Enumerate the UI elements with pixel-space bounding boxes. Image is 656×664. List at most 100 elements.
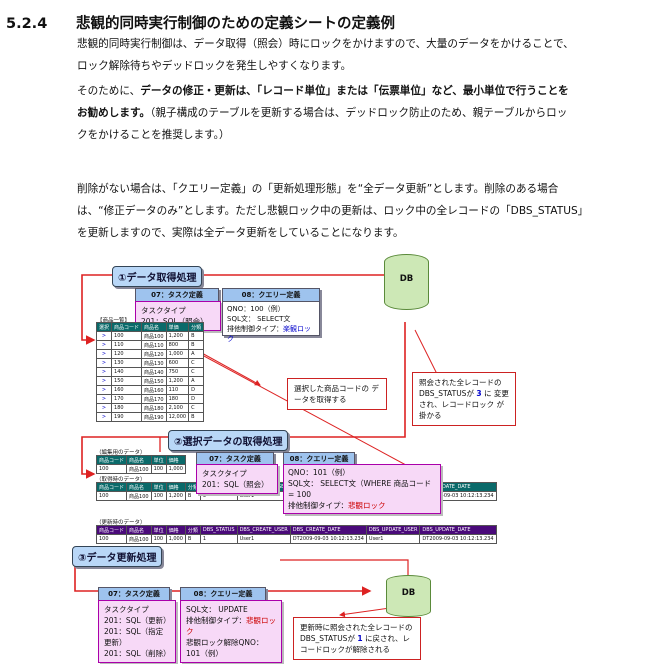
table-cell: 100 bbox=[95, 534, 128, 544]
column-header: 商品コード bbox=[95, 482, 128, 492]
table-cell: 商品190 bbox=[141, 412, 167, 422]
table-cell: 商品120 bbox=[141, 349, 167, 359]
box-line: タスクタイプ bbox=[104, 605, 149, 614]
column-header: DBS_CREATE_DATE bbox=[289, 525, 367, 535]
step3-task-definition: 07：タスク定義 bbox=[98, 587, 170, 602]
table-cell: 商品100 bbox=[126, 534, 152, 544]
table-cell: 商品100 bbox=[141, 331, 167, 341]
connector-line bbox=[81, 274, 384, 345]
row-select-button[interactable]: > bbox=[95, 358, 113, 368]
db-label: DB bbox=[401, 588, 416, 598]
box-text: 101（例） bbox=[186, 649, 223, 658]
table-cell: 商品100 bbox=[126, 464, 152, 474]
table-cell: 商品130 bbox=[141, 358, 167, 368]
database-icon: DB bbox=[384, 254, 429, 310]
text-line: を更新しますので、実際は全データ更新をしていることになります。 bbox=[77, 227, 404, 239]
update-label: （更新時のデータ） bbox=[96, 520, 146, 526]
table-cell: 100 bbox=[111, 331, 143, 341]
box-line: 201：SQL（更新） bbox=[104, 616, 171, 625]
column-header: DBS_UPDATE_DATE bbox=[419, 525, 497, 535]
table-cell: 110 bbox=[111, 340, 143, 350]
column-header: 単位 bbox=[150, 525, 167, 535]
column-header: 商品コード bbox=[95, 455, 128, 465]
step2-task-box: タスクタイプ 201：SQL（照会） bbox=[196, 464, 278, 494]
text-line: 悲観的同時実行制御は、データ取得（照会）時にロックをかけますので、大量のデータを… bbox=[77, 38, 574, 50]
table-cell: 180 bbox=[165, 394, 190, 404]
column-header: 商品名 bbox=[126, 525, 152, 535]
table-header-row: 商品コード商品名単位価格 bbox=[95, 455, 186, 465]
text-run: （親子構成のテーブルを更新する場合は、デッドロック防止のため、親テーブルからロッ bbox=[150, 107, 568, 119]
step3-title: ③データ更新処理 bbox=[72, 546, 163, 567]
box-line: 201：SQL（照会） bbox=[202, 480, 269, 489]
text-line: ロック解除待ちやデッドロックを発生しやすくなります。 bbox=[77, 60, 352, 72]
connector-line bbox=[280, 559, 409, 578]
table-cell: 商品160 bbox=[141, 385, 167, 395]
column-header: DBS_CREATE_USER bbox=[236, 525, 291, 535]
table-cell: A bbox=[188, 376, 205, 386]
box-line: タスクタイプ bbox=[202, 469, 247, 478]
section-title: 悲観的同時実行制御のための定義シートの定義例 bbox=[76, 16, 395, 32]
table-cell: B bbox=[188, 331, 205, 341]
table-cell: 2,100 bbox=[165, 403, 190, 413]
box-text: 排他制御タイプ： bbox=[227, 325, 283, 333]
table-cell: 120 bbox=[111, 349, 143, 359]
table-cell: DT2009-09-03 10:12:13.234 bbox=[419, 534, 497, 544]
table-cell: 150 bbox=[111, 376, 143, 386]
row-select-button[interactable]: > bbox=[95, 331, 113, 341]
table-cell: 1,000 bbox=[165, 464, 186, 474]
box-line: 排他制御タイプ：悲観ロック bbox=[186, 615, 276, 637]
column-header: 単価 bbox=[165, 322, 190, 332]
box-text: 排他制御タイプ： bbox=[186, 616, 246, 625]
column-header: 商品名 bbox=[141, 322, 167, 332]
table-cell: 1,200 bbox=[165, 331, 190, 341]
row-select-button[interactable]: > bbox=[95, 412, 113, 422]
box-text: 悲観ロック bbox=[348, 501, 386, 510]
column-header: 分類 bbox=[184, 525, 201, 535]
note-text: 照会された全レコードの DBS_STATUSが bbox=[419, 378, 502, 398]
table-cell: User1 bbox=[365, 534, 421, 544]
table-cell: 110 bbox=[165, 385, 190, 395]
table-cell: 140 bbox=[111, 367, 143, 377]
table-cell: B bbox=[184, 491, 201, 501]
table-cell: 750 bbox=[165, 367, 190, 377]
unlock-note: 更新時に照会された全レコードの DBS_STATUSが 1 に戻され、レ コード… bbox=[293, 617, 421, 660]
text-line: 削除がない場合は、「クエリー定義」の「更新処理形態」を“全データ更新”とします。… bbox=[77, 183, 559, 195]
connector-line bbox=[81, 322, 406, 479]
column-header: 商品名 bbox=[126, 482, 152, 492]
column-header: 商品名 bbox=[126, 455, 152, 465]
text-line: そのために、データの修正・更新は、「レコード単位」または「伝票単位」など、最小単… bbox=[77, 80, 642, 102]
box-text: 悲観ロック bbox=[186, 616, 276, 636]
step1-title: ①データ取得処理 bbox=[112, 266, 203, 287]
paragraph-3: 削除がない場合は、「クエリー定義」の「更新処理形態」を“全データ更新”とします。… bbox=[77, 178, 642, 244]
column-header: DBS_UPDATE_USER bbox=[365, 525, 421, 535]
row-select-button[interactable]: > bbox=[95, 340, 113, 350]
box-line: SQL文： UPDATE bbox=[186, 605, 248, 614]
box-line: タスクタイプ bbox=[141, 306, 186, 315]
box-line: 201：SQL（削除） bbox=[104, 649, 171, 658]
row-select-button[interactable]: > bbox=[95, 376, 113, 386]
row-select-button[interactable]: > bbox=[95, 385, 113, 395]
row-select-button[interactable]: > bbox=[95, 394, 113, 404]
box-line: 201：SQL（照会） bbox=[141, 316, 215, 327]
column-header: 価格 bbox=[165, 525, 186, 535]
note-number: 3 bbox=[476, 389, 482, 398]
box-line: 201：SQL（指定更新） bbox=[104, 627, 164, 647]
row-select-button[interactable]: > bbox=[95, 367, 113, 377]
column-header: 商品コード bbox=[95, 525, 128, 535]
table-cell: 100 bbox=[95, 491, 128, 501]
table-cell: 190 bbox=[111, 412, 143, 422]
step2-query-definition: 08：クエリー定義 bbox=[283, 452, 355, 467]
text-line: は、“修正データのみ”とします。ただし悲観ロック中の更新は、ロック中の全レコード… bbox=[77, 205, 589, 217]
row-select-button[interactable]: > bbox=[95, 349, 113, 359]
row-select-button[interactable]: > bbox=[95, 403, 113, 413]
table-cell: 1,200 bbox=[165, 376, 190, 386]
note-number: 1 bbox=[357, 634, 363, 643]
